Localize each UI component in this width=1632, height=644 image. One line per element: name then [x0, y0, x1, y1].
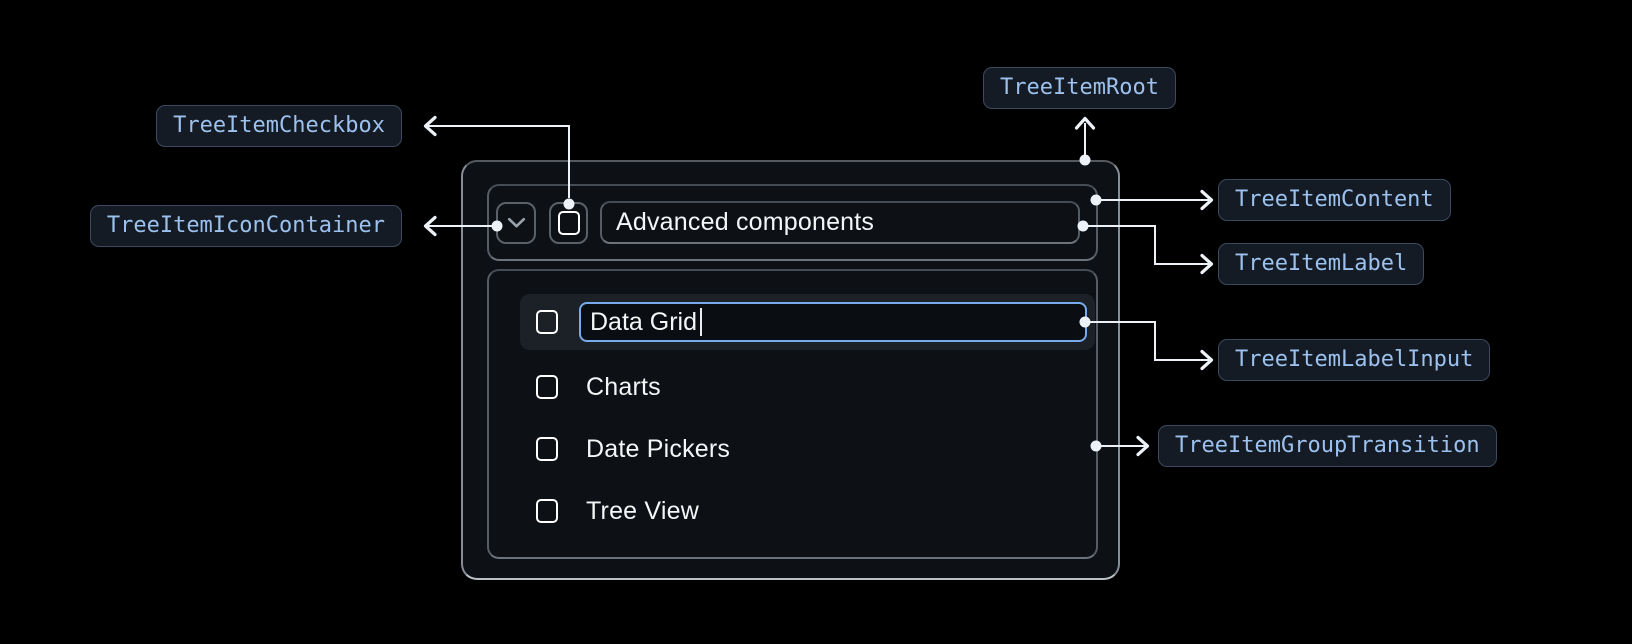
tree-item-label-input[interactable]: Data Grid	[579, 302, 1087, 342]
tree-item-label: Advanced components	[600, 201, 1080, 244]
checkbox-unchecked-icon[interactable]	[536, 499, 558, 523]
arrowhead-right-icon	[1200, 189, 1214, 211]
tree-item-label-text: Date Pickers	[586, 434, 731, 463]
arrowhead-up-icon	[1074, 116, 1096, 130]
label-input-value: Data Grid	[590, 307, 697, 336]
tree-item-label-text: Charts	[586, 372, 661, 401]
checkbox-unchecked-icon[interactable]	[536, 437, 558, 461]
annotation-badge-content: TreeItemContent	[1218, 179, 1451, 221]
annotation-badge-checkbox: TreeItemCheckbox	[156, 105, 402, 147]
annotation-badge-label: TreeItemLabel	[1218, 243, 1425, 285]
arrowhead-right-icon	[1136, 435, 1150, 457]
tree-item-group-transition: Data Grid Charts Date Pickers Tree View	[487, 269, 1098, 559]
tree-item-label-text: Tree View	[586, 496, 699, 525]
arrowhead-left-icon	[423, 215, 437, 237]
arrowhead-left-icon	[423, 115, 437, 137]
tree-row[interactable]: Charts	[520, 356, 1092, 418]
chevron-down-icon	[507, 217, 525, 227]
arrowhead-right-icon	[1200, 253, 1214, 275]
annotation-badge-root: TreeItemRoot	[983, 67, 1176, 109]
checkbox-unchecked-icon[interactable]	[557, 210, 580, 235]
annotation-badge-label-input: TreeItemLabelInput	[1218, 339, 1491, 381]
tree-item-icon-container[interactable]	[496, 201, 536, 244]
checkbox-unchecked-icon[interactable]	[536, 310, 558, 334]
checkbox-unchecked-icon[interactable]	[536, 375, 558, 399]
parent-item-label-text: Advanced components	[616, 208, 875, 236]
arrowhead-right-icon	[1200, 349, 1214, 371]
text-caret	[699, 308, 702, 336]
connector-root	[1074, 116, 1096, 166]
tree-item-checkbox-container[interactable]	[549, 201, 588, 244]
tree-item-root: Advanced components Data Grid Charts Dat…	[461, 160, 1120, 580]
annotation-badge-icon-container: TreeItemIconContainer	[89, 205, 402, 247]
tree-row-editing[interactable]: Data Grid	[520, 294, 1095, 350]
tree-row[interactable]: Tree View	[520, 480, 1092, 542]
tree-item-content[interactable]: Advanced components	[487, 184, 1098, 261]
tree-row[interactable]: Date Pickers	[520, 418, 1092, 480]
annotation-badge-group-transition: TreeItemGroupTransition	[1158, 425, 1497, 467]
